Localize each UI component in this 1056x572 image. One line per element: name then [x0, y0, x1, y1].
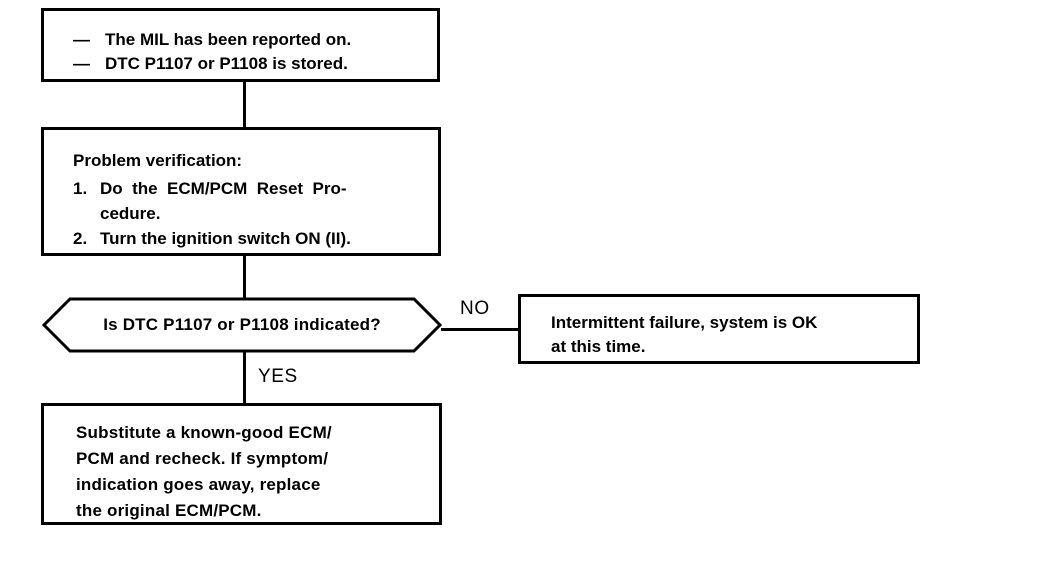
ok-line-1: Intermittent failure, system is OK	[551, 313, 818, 332]
intermittent-failure-box: Intermittent failure, system is OK at thi…	[518, 294, 920, 364]
verify-step-1-number: 1.	[73, 179, 88, 198]
symptom-bullet-2: — DTC P1107 or P1108 is stored.	[73, 52, 348, 75]
verify-step-1-text: Do the ECM/PCM Reset Pro-	[100, 179, 347, 198]
ok-line-2: at this time.	[551, 337, 646, 356]
substitute-line-1: Substitute a known-good ECM/	[76, 423, 332, 442]
hexagon-outline-icon	[41, 297, 443, 353]
connector-yes-branch	[243, 352, 246, 404]
em-dash-icon: —	[73, 30, 90, 49]
verify-step-2-number: 2.	[73, 229, 88, 248]
em-dash-icon: —	[73, 54, 90, 73]
symptom-bullet-1: — The MIL has been reported on.	[73, 28, 351, 51]
symptom-bullet-1-text: The MIL has been reported on.	[105, 30, 352, 49]
symptom-box: — The MIL has been reported on. — DTC P1…	[41, 8, 440, 82]
verify-step-1: 1. Do the ECM/PCM Reset Pro-	[73, 176, 347, 201]
decision-question: Is DTC P1107 or P1108 indicated?	[103, 315, 381, 334]
branch-label-yes: YES	[258, 366, 298, 387]
substitute-text: Substitute a known-good ECM/PCM and rech…	[76, 420, 332, 524]
substitute-ecm-pcm-box: Substitute a known-good ECM/PCM and rech…	[41, 403, 442, 525]
substitute-line-2: PCM and recheck. If symptom/	[76, 449, 329, 468]
connector-symptom-to-verify	[243, 82, 246, 127]
problem-verification-title: Problem verification:	[73, 151, 243, 170]
intermittent-failure-text: Intermittent failure, system is OK at thi…	[551, 311, 817, 359]
verify-step-2: 2. Turn the ignition switch ON (II).	[73, 226, 351, 251]
substitute-line-3: indication goes away, replace	[76, 475, 321, 494]
connector-verify-to-decision	[243, 256, 246, 304]
branch-label-no: NO	[460, 298, 490, 319]
substitute-line-4: the original ECM/PCM.	[76, 501, 262, 520]
problem-verification-box: Problem verification: 1. Do the ECM/PCM …	[41, 127, 441, 256]
verify-step-1-continuation: cedure.	[100, 201, 160, 226]
verify-step-2-text: Turn the ignition switch ON (II).	[100, 229, 351, 248]
verify-step-1-text-line2: cedure.	[100, 204, 161, 223]
decision-hexagon: Is DTC P1107 or P1108 indicated?	[41, 296, 443, 354]
connector-no-branch	[441, 328, 520, 331]
symptom-bullet-2-text: DTC P1107 or P1108 is stored.	[105, 54, 348, 73]
